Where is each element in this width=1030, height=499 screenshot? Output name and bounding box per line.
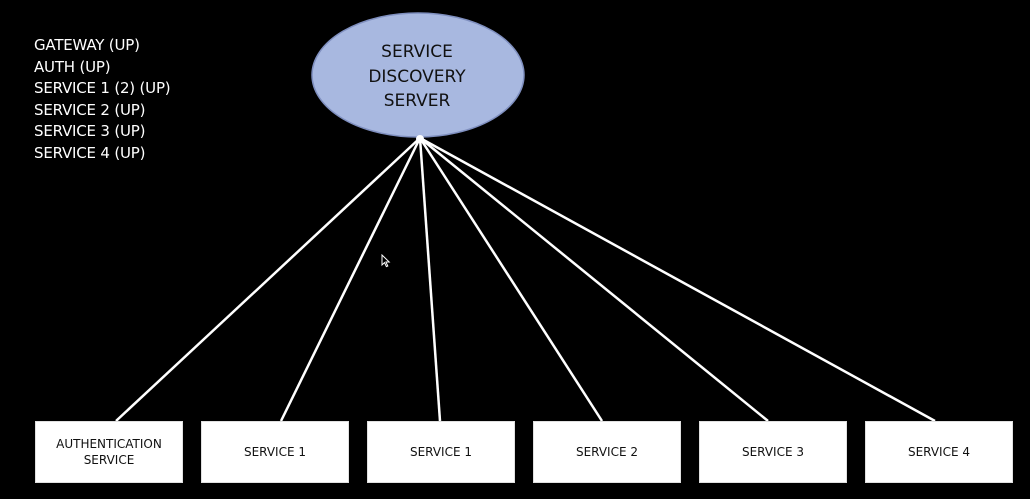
status-item-gateway: GATEWAY (UP) <box>34 36 140 54</box>
service-2-label: SERVICE 2 <box>575 445 639 459</box>
connector-line-authentication <box>115 137 421 422</box>
service-3-box[interactable]: SERVICE 3 <box>699 421 847 483</box>
discovery-label-line-3: SERVER <box>383 91 451 111</box>
connector-lines <box>115 136 936 423</box>
service-4-box[interactable]: SERVICE 4 <box>865 421 1013 483</box>
connector-line-service-4 <box>419 136 936 423</box>
service-4-label: SERVICE 4 <box>907 445 971 459</box>
mouse-cursor-icon <box>381 254 391 268</box>
discovery-label-line-1: SERVICE <box>381 42 453 62</box>
service-2-box[interactable]: SERVICE 2 <box>533 421 681 483</box>
discovery-label-line-2: DISCOVERY <box>368 66 466 87</box>
authentication-service-box[interactable]: AUTHENTICATION SERVICE <box>35 421 183 483</box>
service-3-label: SERVICE 3 <box>741 445 805 459</box>
status-item-service-3: SERVICE 3 (UP) <box>34 122 146 140</box>
connector-line-service-1a <box>279 137 422 422</box>
service-discovery-label: SERVICE DISCOVERY SERVER <box>312 40 522 114</box>
connector-line-service-3 <box>419 137 769 422</box>
service-1-replica-label: SERVICE 1 <box>409 445 473 459</box>
service-status-list: GATEWAY (UP) AUTH (UP) SERVICE 1 (2) (UP… <box>34 35 171 164</box>
authentication-service-label: AUTHENTICATION SERVICE <box>56 437 162 467</box>
connector-hub-dot <box>416 135 424 143</box>
service-1-replica-box[interactable]: SERVICE 1 <box>367 421 515 483</box>
connector-line-service-1b <box>418 137 442 422</box>
service-1-label: SERVICE 1 <box>243 445 307 459</box>
service-1-box[interactable]: SERVICE 1 <box>201 421 349 483</box>
status-item-service-4: SERVICE 4 (UP) <box>34 143 146 162</box>
status-item-service-2: SERVICE 2 (UP) <box>34 100 146 119</box>
status-item-service-1: SERVICE 1 (2) (UP) <box>34 79 171 97</box>
status-item-auth: AUTH (UP) <box>34 57 111 76</box>
connector-line-service-2 <box>418 137 604 422</box>
